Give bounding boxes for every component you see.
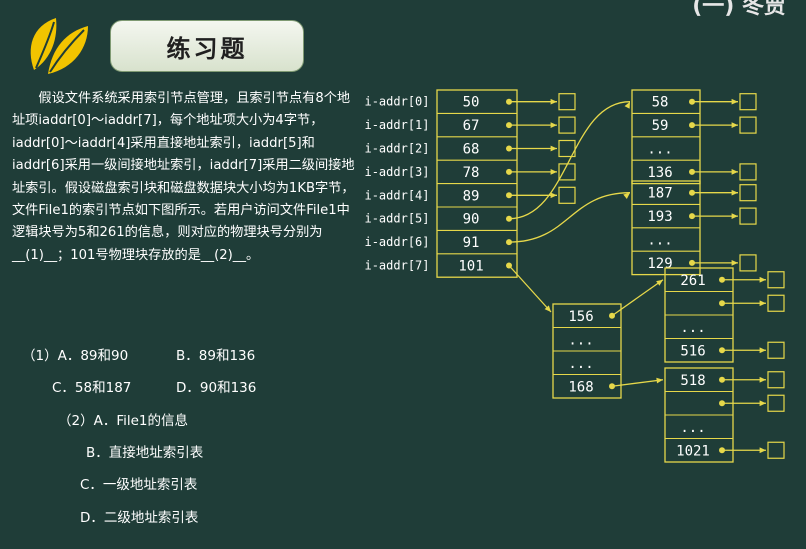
block-156-data-block — [767, 271, 785, 289]
inode-label: i-addr[0] — [364, 95, 429, 109]
question-text-block: 假设文件系统采用索引节点管理，且索引节点有8个地址项iaddr[0]～iaddr… — [12, 88, 357, 267]
arrow-head — [544, 305, 551, 312]
inode-entry-cell: 78 — [463, 165, 480, 181]
q1-option-a: （1）A．89和90 — [22, 344, 128, 364]
arrow-head — [550, 98, 557, 105]
arrow-head — [731, 122, 738, 128]
arrow-head — [550, 192, 557, 199]
block-91-cell: 129 — [647, 256, 672, 272]
inode-label: i-addr[1] — [364, 118, 429, 132]
leaf-logo-icon — [30, 18, 88, 74]
q1-option-b: B．89和136 — [176, 348, 256, 364]
arrow-head — [759, 300, 766, 307]
inode-entry-cell: 90 — [463, 212, 480, 228]
iaddr7-pointer — [508, 265, 552, 313]
arrow-head — [731, 98, 738, 105]
inode-label: i-addr[5] — [364, 212, 429, 226]
block-101-to-168 — [611, 379, 664, 387]
q2-option-b: B．直接地址索引表 — [86, 445, 204, 461]
block-101-cell: ... — [568, 332, 593, 348]
arrow-head — [731, 189, 738, 196]
arrow-head — [759, 447, 766, 454]
arrow-head — [656, 279, 663, 286]
block-90-cell: ... — [647, 142, 672, 158]
inode-label: i-addr[6] — [364, 235, 429, 249]
page-title: 练习题 — [166, 34, 248, 63]
block-90-data-block — [739, 116, 757, 134]
block-156-cell: 261 — [680, 273, 705, 289]
iaddr5-curve — [508, 101, 631, 220]
inode-entry-cell: 101 — [458, 259, 483, 275]
direct-data-block — [558, 93, 576, 111]
arrow-head — [656, 377, 663, 384]
block-101-cell: ... — [568, 356, 593, 372]
inode-entry-cell: 89 — [463, 188, 480, 204]
inode-entry-cell: 67 — [463, 118, 480, 134]
arrow-head — [623, 192, 630, 199]
q1-option-a-text: A．89和90 — [57, 348, 129, 364]
arrow-head — [759, 347, 766, 354]
arrow-head — [759, 376, 766, 383]
direct-data-block — [558, 186, 576, 204]
block-156-cell: 516 — [680, 343, 705, 359]
block-91-data-block — [739, 207, 757, 225]
arrow-head — [624, 101, 630, 109]
block-168-data-block — [767, 441, 785, 459]
corner-watermark: (一) 冬贾 — [692, 0, 786, 19]
inode-label: i-addr[3] — [364, 165, 429, 179]
arrow-head — [550, 145, 557, 152]
block-91-data-block — [739, 184, 757, 202]
block-156-data-block — [767, 294, 785, 312]
arrow-head — [731, 260, 738, 266]
block-91-cell: ... — [647, 233, 672, 249]
block-91-cell: 193 — [647, 209, 672, 225]
arrow-head — [550, 122, 557, 128]
block-90-cell: 59 — [652, 118, 669, 134]
inode-label: i-addr[4] — [364, 188, 429, 202]
block-90-data-block — [739, 163, 757, 181]
q2-option-c: C．一级地址索引表 — [80, 477, 198, 493]
block-101-cell: 168 — [568, 379, 593, 395]
block-90-cell: 58 — [652, 95, 669, 111]
inode-entry-cell: 68 — [463, 142, 480, 158]
q2-option-a: （2）A．File1的信息 — [58, 409, 188, 429]
q1-option-d: D．90和136 — [176, 380, 257, 396]
block-168-cell: 1021 — [676, 443, 710, 459]
inode-entry-cell: 50 — [463, 95, 480, 111]
block-168-data-block — [767, 371, 785, 389]
block-90-data-block — [739, 93, 757, 111]
block-91-data-block — [739, 254, 757, 272]
block-156-cell: ... — [680, 320, 705, 336]
block-91-cell: 187 — [647, 186, 672, 202]
question-paragraph: 假设文件系统采用索引节点管理，且索引节点有8个地址项iaddr[0]～iaddr… — [12, 91, 355, 263]
arrow-head — [731, 213, 738, 219]
q2-option-d: D．二级地址索引表 — [80, 510, 199, 526]
q2-option-a-text: A．File1的信息 — [93, 413, 189, 429]
block-101-to-156 — [611, 279, 664, 317]
block-168-cell: ... — [680, 420, 705, 436]
arrow-head — [759, 276, 766, 283]
arrow-head — [731, 169, 738, 175]
q2-label: （2） — [58, 413, 94, 429]
block-168-cell: 518 — [680, 373, 705, 389]
iaddr6-curve — [508, 192, 631, 243]
inode-entry-cell: 91 — [463, 235, 480, 251]
inode-label: i-addr[7] — [364, 259, 429, 273]
block-168-data-block — [767, 394, 785, 412]
block-156-data-block — [767, 341, 785, 359]
q1-label: （1） — [22, 348, 58, 364]
arrow-head — [759, 400, 766, 407]
block-101-cell: 156 — [568, 309, 593, 325]
q1-option-c: C．58和187 — [52, 380, 132, 396]
direct-data-block — [558, 116, 576, 134]
inode-label: i-addr[2] — [364, 142, 429, 156]
block-90-cell: 136 — [647, 165, 672, 181]
arrow-head — [550, 169, 557, 175]
title-banner: 练习题 — [110, 20, 304, 72]
